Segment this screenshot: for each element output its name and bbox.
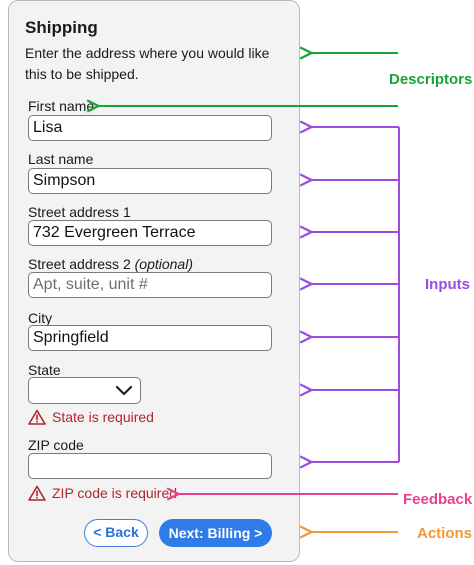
form-description: Enter the address where you would like t… — [25, 45, 270, 82]
last-name-label: Last name — [28, 151, 94, 167]
zip-label: ZIP code — [28, 437, 84, 453]
street1-label: Street address 1 — [28, 204, 131, 220]
first-name-input[interactable]: Lisa — [28, 115, 272, 141]
next-billing-button[interactable]: Next: Billing > — [159, 519, 272, 547]
warning-triangle-icon — [28, 485, 46, 501]
state-select[interactable] — [28, 377, 141, 404]
form-title: Shipping — [25, 18, 98, 37]
back-button[interactable]: < Back — [84, 519, 148, 547]
state-error: State is required — [28, 409, 154, 425]
street1-input[interactable]: 732 Evergreen Terrace — [28, 220, 272, 246]
descriptors-tag: Descriptors — [389, 71, 472, 88]
street2-label: Street address 2 (optional) — [28, 256, 193, 272]
chevron-down-icon — [114, 381, 134, 404]
city-input[interactable]: Springfield — [28, 325, 272, 351]
zip-input[interactable] — [28, 453, 272, 479]
street2-label-text: Street address 2 — [28, 256, 131, 272]
state-error-text: State is required — [52, 409, 154, 425]
zip-error-text: ZIP code is required — [52, 485, 178, 501]
state-label: State — [28, 362, 61, 378]
inputs-tag: Inputs — [425, 276, 470, 293]
first-name-label: First name — [28, 98, 95, 114]
optional-marker: (optional) — [134, 256, 193, 272]
warning-triangle-icon — [28, 409, 46, 425]
zip-error: ZIP code is required — [28, 485, 177, 501]
feedback-tag: Feedback — [403, 491, 473, 508]
city-label: City — [28, 310, 53, 326]
actions-tag: Actions — [417, 525, 472, 542]
last-name-input[interactable]: Simpson — [28, 168, 272, 194]
street2-input[interactable]: Apt, suite, unit # — [28, 272, 272, 298]
